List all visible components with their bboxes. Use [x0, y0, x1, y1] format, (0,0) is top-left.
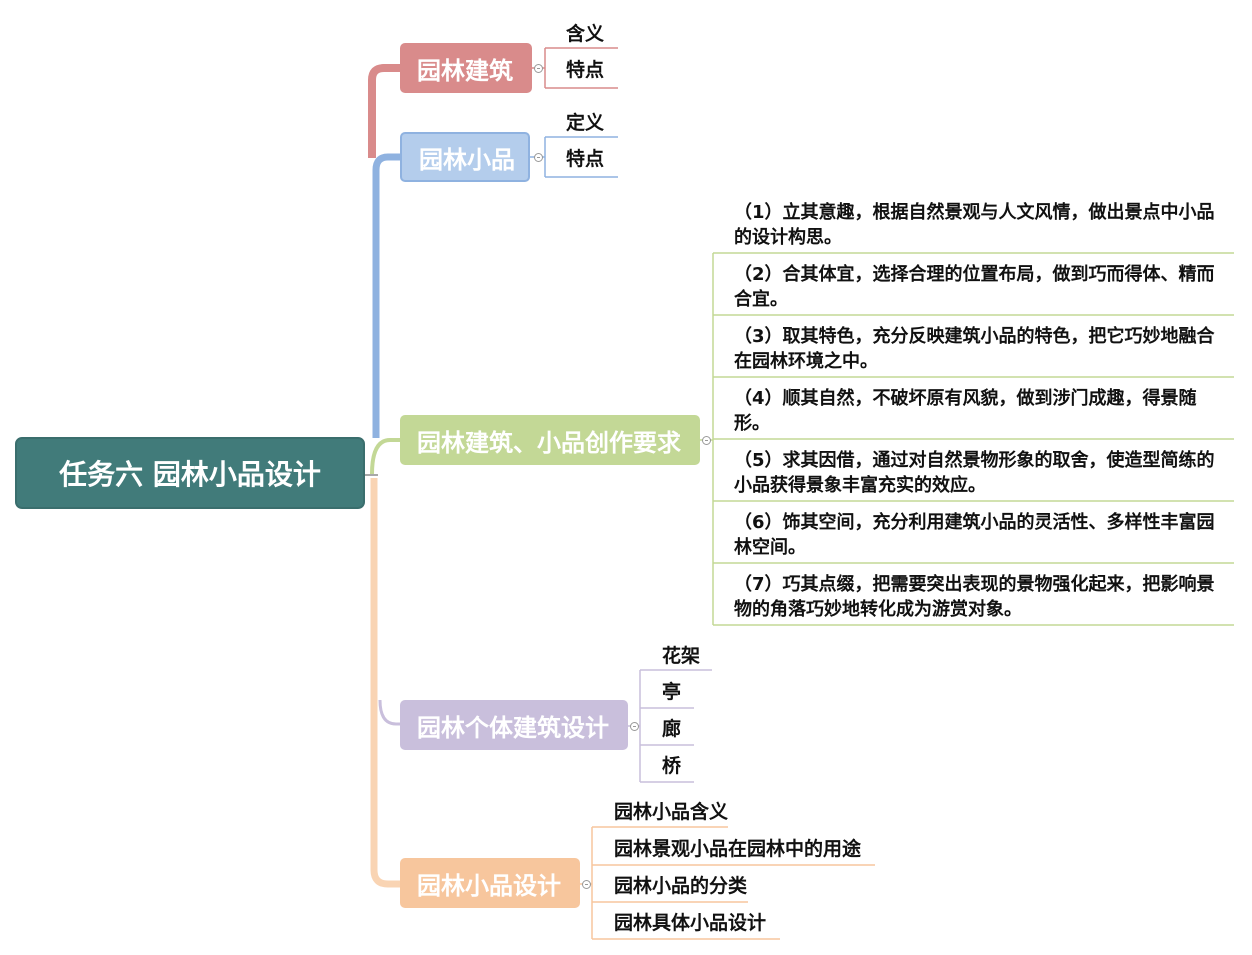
branch-garden-ornaments[interactable]: 园林小品 — [400, 132, 530, 182]
branch-label: 园林建筑、小品创作要求 — [417, 428, 681, 457]
requirement-item-4[interactable]: （4）顺其自然，不破坏原有风貌，做到涉门成趣，得景随形。 — [734, 388, 1197, 434]
branch-label: 园林小品设计 — [417, 871, 561, 900]
leaf-item[interactable]: 廊 — [662, 718, 682, 740]
requirement-item-6[interactable]: （6）饰其空间，充分利用建筑小品的灵活性、多样性丰富园林空间。 — [734, 512, 1215, 558]
branch-label: 园林建筑 — [417, 56, 513, 85]
collapse-icon[interactable] — [630, 722, 639, 731]
trunk-branch-4 — [378, 699, 400, 726]
requirement-item-2[interactable]: （2）合其体宜，选择合理的位置布局，做到巧而得体、精而合宜。 — [734, 264, 1215, 310]
leaf-item[interactable]: 含义 — [566, 23, 605, 45]
trunk-branch-3 — [370, 438, 400, 475]
collapse-icon[interactable] — [582, 880, 591, 889]
leaf-item[interactable]: 定义 — [566, 112, 605, 134]
leaf-item[interactable]: 园林小品的分类 — [614, 875, 748, 897]
branch-ornament-design[interactable]: 园林小品设计 — [400, 858, 580, 908]
requirement-item-3[interactable]: （3）取其特色，充分反映建筑小品的特色，把它巧妙地融合在园林环境之中。 — [734, 326, 1215, 372]
trunk-branch-1 — [368, 64, 400, 158]
collapse-icon[interactable] — [534, 153, 543, 162]
trunk-branch-2 — [372, 153, 400, 438]
root-topic[interactable]: 任务六 园林小品设计 — [15, 437, 365, 509]
leaf-item[interactable]: 特点 — [566, 59, 605, 81]
requirement-item-1[interactable]: （1）立其意趣，根据自然景观与人文风情，做出景点中小品的设计构思。 — [734, 202, 1215, 248]
collapse-icon[interactable] — [534, 64, 543, 73]
branch-label: 园林小品 — [419, 145, 515, 174]
requirement-item-5[interactable]: （5）求其因借，通过对自然景物形象的取舍，使造型简练的小品获得景象丰富充实的效应… — [734, 450, 1215, 496]
leaf-item[interactable]: 园林具体小品设计 — [614, 912, 767, 934]
branch-garden-architecture[interactable]: 园林建筑 — [400, 43, 532, 93]
leaf-item[interactable]: 花架 — [662, 645, 701, 667]
leaf-item[interactable]: 园林小品含义 — [614, 801, 729, 823]
branch-label: 园林个体建筑设计 — [417, 713, 609, 742]
requirement-item-7[interactable]: （7）巧其点缀，把需要突出表现的景物强化起来，把影响景物的角落巧妙地转化成为游赏… — [734, 574, 1215, 620]
branch-individual-building-design[interactable]: 园林个体建筑设计 — [400, 700, 628, 750]
leaf-item[interactable]: 特点 — [566, 148, 605, 170]
leaf-item[interactable]: 桥 — [662, 755, 682, 777]
root-topic-label: 任务六 园林小品设计 — [59, 458, 321, 491]
collapse-icon[interactable] — [702, 436, 711, 445]
leaf-item[interactable]: 园林景观小品在园林中的用途 — [614, 838, 862, 860]
trunk-branch-5 — [370, 478, 400, 888]
leaf-item[interactable]: 亭 — [662, 681, 682, 703]
branch-creation-requirements[interactable]: 园林建筑、小品创作要求 — [400, 415, 700, 465]
